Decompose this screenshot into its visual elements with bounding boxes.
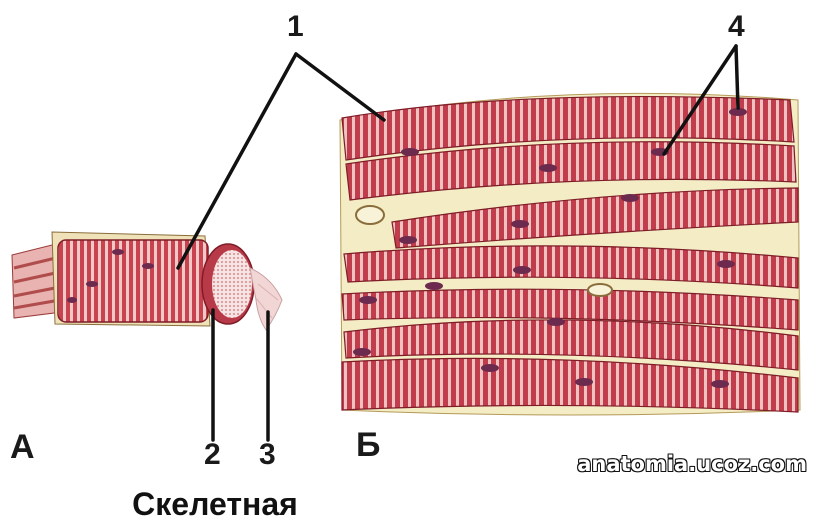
panel-label-b: Б xyxy=(356,428,380,462)
watermark: anatomia.ucoz.com xyxy=(577,452,807,476)
label-2: 2 xyxy=(204,440,221,470)
figure-caption: Скелетная xyxy=(0,486,430,523)
label-1: 1 xyxy=(287,12,304,42)
panel-label-a: А xyxy=(10,430,35,464)
fiber-cylinder xyxy=(12,232,282,330)
label-3: 3 xyxy=(259,440,276,470)
label-4: 4 xyxy=(728,12,745,42)
fiber-bundle xyxy=(340,93,800,415)
